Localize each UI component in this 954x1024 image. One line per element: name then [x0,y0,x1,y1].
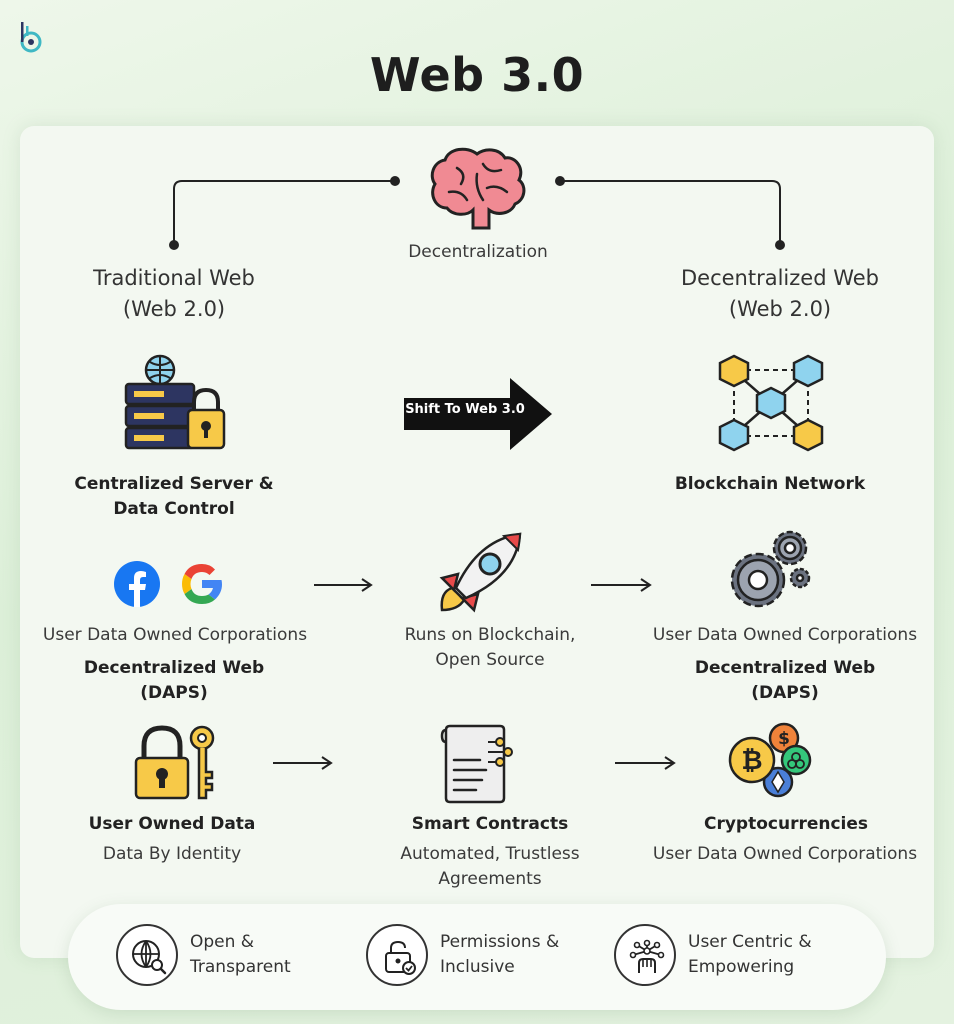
decentralization-label: Decentralization [408,242,548,262]
traditional-web-heading: Traditional Web [93,266,255,290]
feature-line1: Permissions & [440,932,560,952]
smart-contract-icon [440,724,513,804]
svg-text:$: $ [778,729,790,749]
open-source-label: Open Source [435,650,545,670]
feature-user-centric-text: User Centric & Empowering [688,930,812,980]
centralized-server-label: Centralized Server & [74,474,274,494]
decentralized-web-subheading: (Web 2.0) [728,297,832,321]
crypto-coins-icon: $ ₿ [728,722,812,798]
facebook-icon [114,561,160,607]
lock-key-icon [134,725,215,800]
brand-logo-icon [20,22,42,53]
smart-contracts-label: Smart Contracts [411,814,569,834]
agreements-label: Agreements [438,869,542,889]
feature-permissions-inclusive: Permissions & Inclusive [366,924,576,988]
feature-line1: Open & [190,932,255,952]
left-decentralized-web-label: Decentralized Web [83,658,265,678]
automated-trustless-label: Automated, Trustless [400,844,580,864]
shift-to-web3-label: Shift To Web 3.0 [405,402,525,417]
right-decentralized-web-label: Decentralized Web [694,658,876,678]
google-icon [182,564,222,604]
data-by-identity-label: Data By Identity [102,844,242,864]
blockchain-network-icon [718,354,824,452]
svg-text:₿: ₿ [741,746,762,776]
runs-on-blockchain-label: Runs on Blockchain, [404,625,576,645]
feature-permissions-text: Permissions & Inclusive [440,930,559,980]
user-owned-data-label: User Owned Data [88,814,256,834]
cryptocurrencies-label: Cryptocurrencies [703,814,869,834]
shift-arrow-icon [404,378,552,450]
decentralized-web-heading: Decentralized Web [680,266,879,290]
gears-icon [730,530,811,608]
unlock-check-icon [385,940,416,975]
feature-open-transparent: Open & Transparent [116,924,316,988]
page-title: Web 3.0 [369,48,585,102]
rocket-icon [439,532,522,613]
brain-icon [430,147,526,230]
feature-icon-circle [116,924,178,986]
blockchain-network-label: Blockchain Network [674,474,866,494]
feature-line1: User Centric & [688,932,812,952]
feature-icon-circle [614,924,676,986]
feature-line2: Empowering [688,957,795,977]
left-daps-label: (DAPS) [140,683,208,703]
network-hand-icon [629,939,665,973]
left-user-data-caption: User Data Owned Corporations [42,625,308,645]
feature-line2: Transparent [190,957,291,977]
crypto-caption: User Data Owned Corporations [652,844,918,864]
feature-open-text: Open & Transparent [190,930,291,980]
server-lock-icon [124,354,226,450]
feature-line2: Inclusive [440,957,515,977]
feature-icon-circle [366,924,428,986]
features-bar [68,904,886,1010]
traditional-web-subheading: (Web 2.0) [122,297,226,321]
feature-user-centric: User Centric & Empowering [614,924,834,988]
globe-search-icon [132,940,167,975]
right-user-data-caption: User Data Owned Corporations [652,625,918,645]
data-control-label: Data Control [113,499,235,519]
right-daps-label: (DAPS) [751,683,819,703]
